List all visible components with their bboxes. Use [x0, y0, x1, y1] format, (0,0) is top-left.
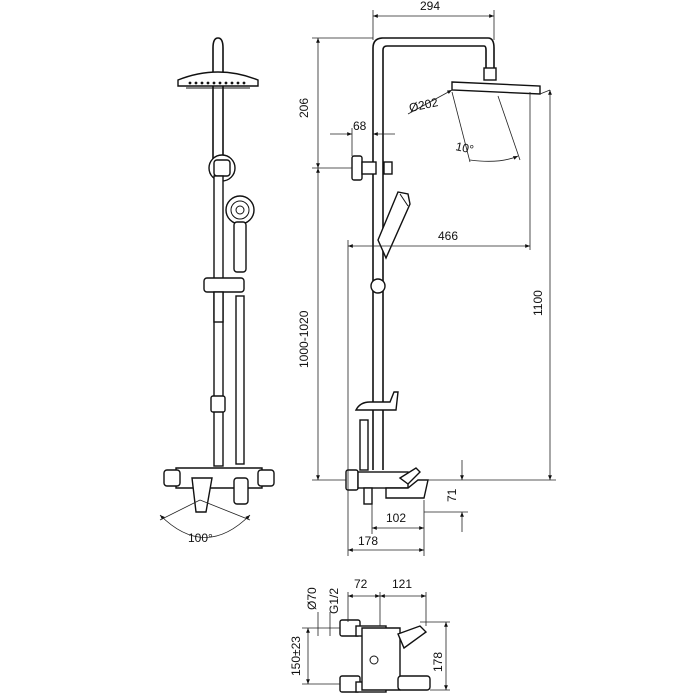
side-hose-connector — [354, 391, 399, 411]
detail-spout — [397, 675, 431, 691]
dim-head-diameter: Ø202 — [408, 95, 440, 115]
dim-thread: G1/2 — [327, 588, 341, 614]
detail-mixer-body — [361, 627, 401, 691]
swivel-angle-label: 100° — [188, 531, 213, 545]
dim-top-width: 294 — [420, 0, 440, 13]
swivel-arc — [159, 514, 251, 538]
dim-mixer-reach: 178 — [358, 534, 378, 548]
front-view: 100° — [159, 37, 275, 545]
front-hose — [235, 295, 245, 465]
dim-reach: 466 — [438, 229, 458, 243]
side-view: 294 206 68 Ø202 10° 466 1000-1020 1100 — [297, 0, 556, 556]
dim-adjust-range: 1000-1020 — [297, 310, 311, 368]
dim-head-height: 206 — [297, 98, 311, 118]
front-slider — [203, 277, 245, 293]
side-rain-head — [451, 67, 541, 95]
side-mixer — [345, 467, 429, 505]
front-hand-shower — [225, 195, 255, 273]
dim-outlet-diameter: Ø70 — [305, 587, 319, 610]
side-riser — [372, 37, 495, 470]
front-rain-head — [177, 71, 259, 89]
dim-total-height: 1100 — [531, 290, 545, 316]
side-hand-shower — [377, 191, 411, 260]
detail-view: Ø70 G1/2 72 121 150±23 178 — [289, 577, 450, 693]
dim-centres: 150±23 — [289, 636, 303, 676]
dim-offset-121: 121 — [392, 577, 412, 591]
dim-detail-depth: 178 — [431, 652, 445, 672]
front-mixer — [163, 467, 275, 513]
side-wall-holder — [351, 155, 393, 181]
side-slider — [370, 278, 386, 294]
dim-offset-72: 72 — [354, 577, 368, 591]
front-riser-top — [212, 37, 224, 170]
front-bracket — [210, 395, 226, 413]
dim-tilt-angle: 10° — [454, 139, 475, 157]
dim-holder-offset: 68 — [353, 119, 367, 133]
dim-mixer-depth: 102 — [386, 511, 406, 525]
dim-mixer-height: 71 — [445, 488, 459, 502]
